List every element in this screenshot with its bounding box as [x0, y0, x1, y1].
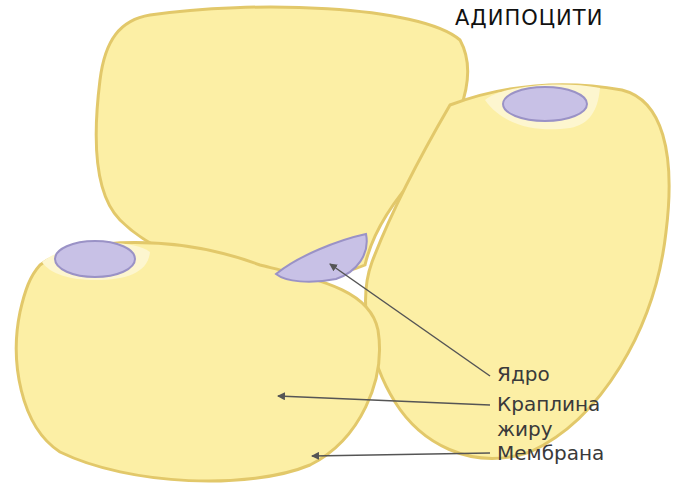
nucleus	[276, 234, 367, 282]
part-label: Краплина жиру	[497, 392, 615, 442]
part-label: Ядро	[497, 362, 667, 387]
diagram-title: АДИПОЦИТИ	[455, 6, 603, 30]
nucleus	[55, 241, 135, 277]
leader-line	[330, 264, 490, 376]
leader-line	[312, 453, 490, 456]
leader-line	[278, 396, 490, 405]
part-label: Мембрана	[497, 441, 667, 466]
nucleus	[503, 87, 587, 121]
cytoplasm-cap	[485, 84, 600, 129]
